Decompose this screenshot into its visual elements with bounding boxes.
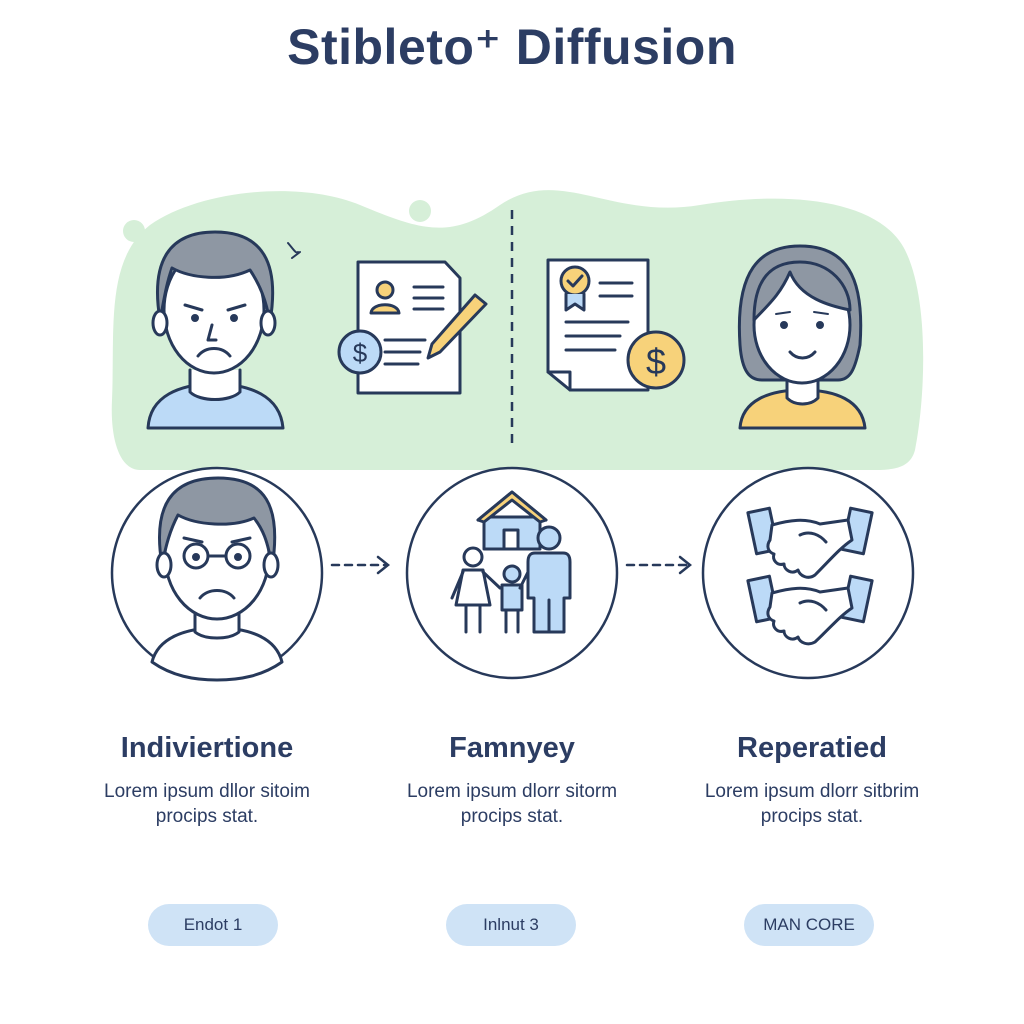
- page-title: Stibleto⁺ Diffusion: [287, 19, 737, 75]
- column-description: Lorem ipsum dlorr sitorm procips stat.: [406, 781, 618, 827]
- column-description: Lorem ipsum dlorr sitbrim procips stat.: [704, 781, 920, 827]
- column-repaired: Reperatied Lorem ipsum dlorr sitbrim pro…: [662, 732, 962, 829]
- column-title: Reperatied: [737, 732, 887, 764]
- green-blob: [111, 190, 924, 470]
- step-2-button[interactable]: Inlnut 3: [446, 904, 576, 946]
- step-3-button[interactable]: MAN CORE: [744, 904, 874, 946]
- certificate-document-icon: $: [546, 258, 686, 392]
- svg-text:$: $: [353, 338, 368, 368]
- smiling-woman-icon: [737, 244, 867, 430]
- handshake-icon: [746, 506, 874, 646]
- svg-text:$: $: [646, 341, 666, 382]
- sad-elderly-man-icon: [150, 476, 284, 682]
- sad-man-icon: [146, 230, 301, 430]
- family-house-icon: [450, 490, 572, 634]
- column-title: Indiviertione: [120, 732, 294, 764]
- column-family: Famnyey Lorem ipsum dlorr sitorm procips…: [362, 732, 662, 829]
- column-description: Lorem ipsum dllor sitoim procips stat.: [104, 781, 310, 827]
- arrow-1-icon: [330, 555, 391, 575]
- step-1-button[interactable]: Endot 1: [148, 904, 278, 946]
- column-individual: Indiviertione Lorem ipsum dllor sitoim p…: [57, 732, 357, 829]
- column-title: Famnyey: [449, 732, 575, 764]
- arrow-2-icon: [625, 555, 693, 575]
- contract-with-pen-icon: $: [337, 260, 488, 395]
